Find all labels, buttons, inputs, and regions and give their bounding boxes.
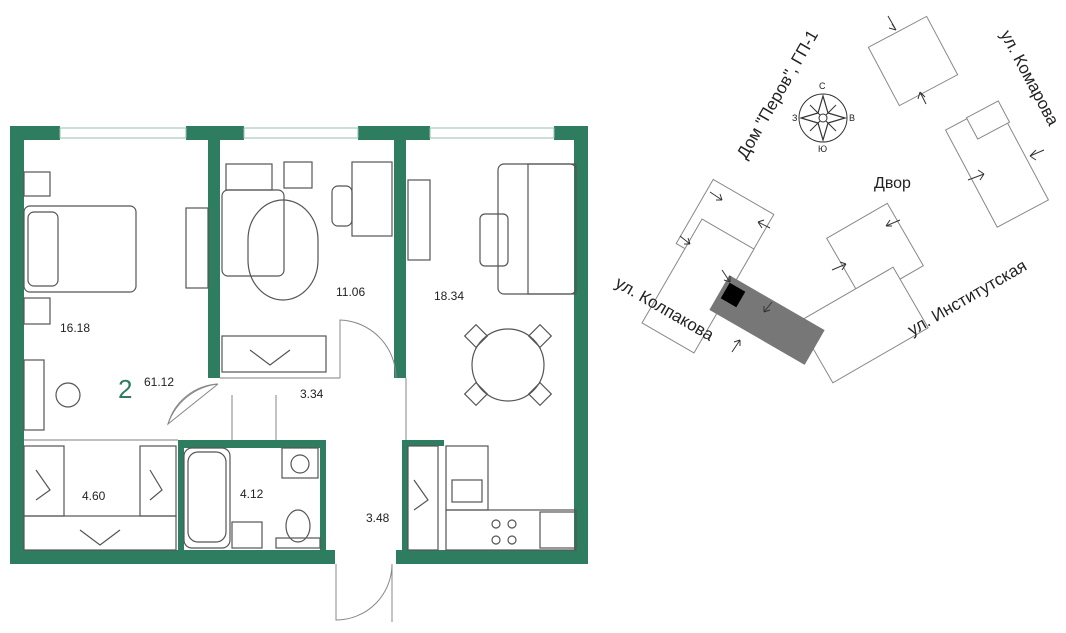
street-komarova: ул. Комарова <box>996 27 1062 129</box>
windows <box>59 127 555 139</box>
total-area-label: 61.12 <box>144 375 174 389</box>
hall-area-label: 3.34 <box>300 387 324 401</box>
site-map: С Ю З В Дом "Перов", ГП-1 Двор ул. Колпа… <box>612 15 1063 384</box>
doors <box>166 319 397 622</box>
house-label: Дом "Перов", ГП-1 <box>733 27 822 162</box>
compass-north: С <box>819 81 826 91</box>
yard-label: Двор <box>874 175 911 192</box>
living-area-label: 18.34 <box>434 289 464 303</box>
compass-east: В <box>849 113 855 123</box>
entrance-arrows <box>679 15 1045 353</box>
outer-walls <box>10 126 588 564</box>
wardrobe-area-label: 4.60 <box>82 489 106 503</box>
rooms-count-label: 2 <box>118 374 132 404</box>
apartment-plan: 16.18 11.06 18.34 3.34 4.60 4.12 3.48 2 … <box>10 126 588 622</box>
buildings <box>641 15 1050 384</box>
entry-area-label: 3.48 <box>366 511 390 525</box>
entrance-marker <box>720 282 746 308</box>
furniture <box>23 161 577 551</box>
bathroom-area-label: 4.12 <box>240 487 264 501</box>
study-area-label: 11.06 <box>336 285 365 299</box>
partitions <box>24 377 407 441</box>
compass-south: Ю <box>818 144 827 154</box>
bedroom-area-label: 16.18 <box>60 321 90 335</box>
compass-rose: С Ю З В <box>792 81 855 154</box>
compass-west: З <box>792 113 797 123</box>
street-institutskaya: ул. Институтская <box>905 256 1030 339</box>
